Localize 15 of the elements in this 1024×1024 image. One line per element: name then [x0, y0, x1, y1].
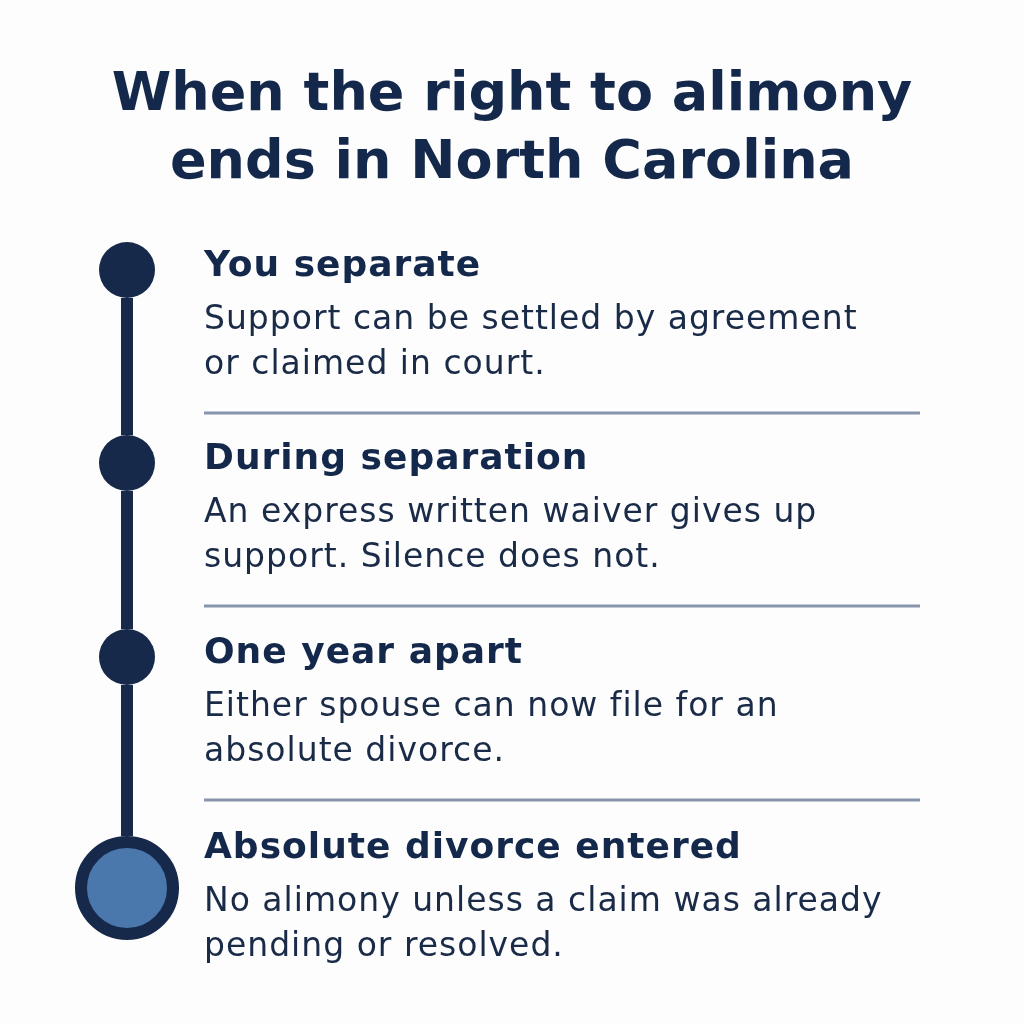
title: When the right to alimony ends in North Carolina [110, 59, 914, 193]
step-heading: You separate [204, 243, 482, 285]
timeline-dot [99, 629, 155, 685]
timeline-line [121, 491, 133, 629]
step-description: Support can be settled by agreement or claimed in court. [204, 297, 859, 384]
step-heading: Absolute divorce entered [204, 825, 742, 867]
step-description: Either spouse can now file for an absolute divorce. [204, 684, 780, 771]
step-heading: One year apart [204, 630, 523, 672]
timeline-line [121, 685, 133, 836]
timeline-dot [99, 435, 155, 491]
step-description: An express written waiver gives up support. Silence does not. [204, 490, 819, 577]
step-description: No alimony unless a claim was already pending or resolved. [204, 879, 884, 966]
timeline-dot [99, 242, 155, 298]
timeline-line [121, 298, 133, 435]
step-heading: During separation [204, 436, 589, 478]
